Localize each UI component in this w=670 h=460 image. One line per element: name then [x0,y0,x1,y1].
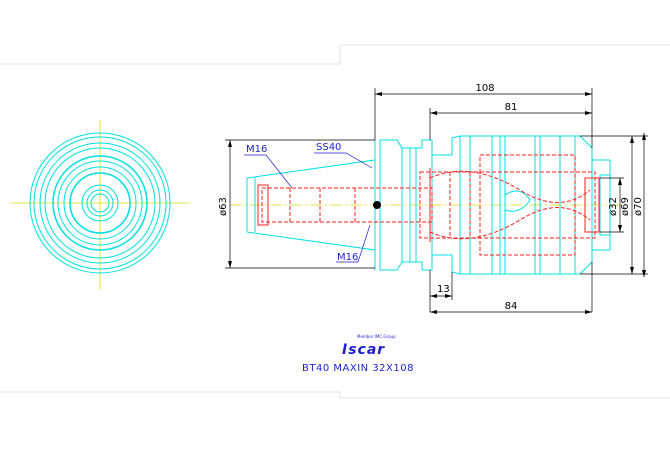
label-thread-top: M16 [246,144,267,155]
dim-gauge-offset: 13 [437,284,450,295]
dim-body-length: 81 [505,102,518,113]
label-thread-bottom: M16 [337,252,358,263]
logo-text: Iscar [342,342,385,358]
internal-solid [257,168,600,242]
nut-body [459,135,611,275]
label-taper-std: SS40 [316,142,341,153]
drawing-caption: BT40 MAXIN 32X108 [302,363,414,374]
iscar-logo: Member IMC Group Iscar [342,334,396,358]
internal-bore [261,154,596,256]
callout-leaders [244,152,373,263]
dim-bore-dia: ø32 [608,197,619,216]
dim-overall-length: 108 [475,83,494,94]
dim-nut-dia-2: ø70 [633,197,644,216]
dimension-arrows [228,92,646,314]
dim-nut-dia-1: ø69 [620,197,631,216]
sheet-frame [0,44,670,399]
center-marker [373,201,381,209]
dim-taper-dia: ø63 [218,197,229,216]
logo-subtext: Member IMC Group [357,334,396,339]
dim-nose-length: 84 [505,301,518,312]
end-view [10,120,190,290]
